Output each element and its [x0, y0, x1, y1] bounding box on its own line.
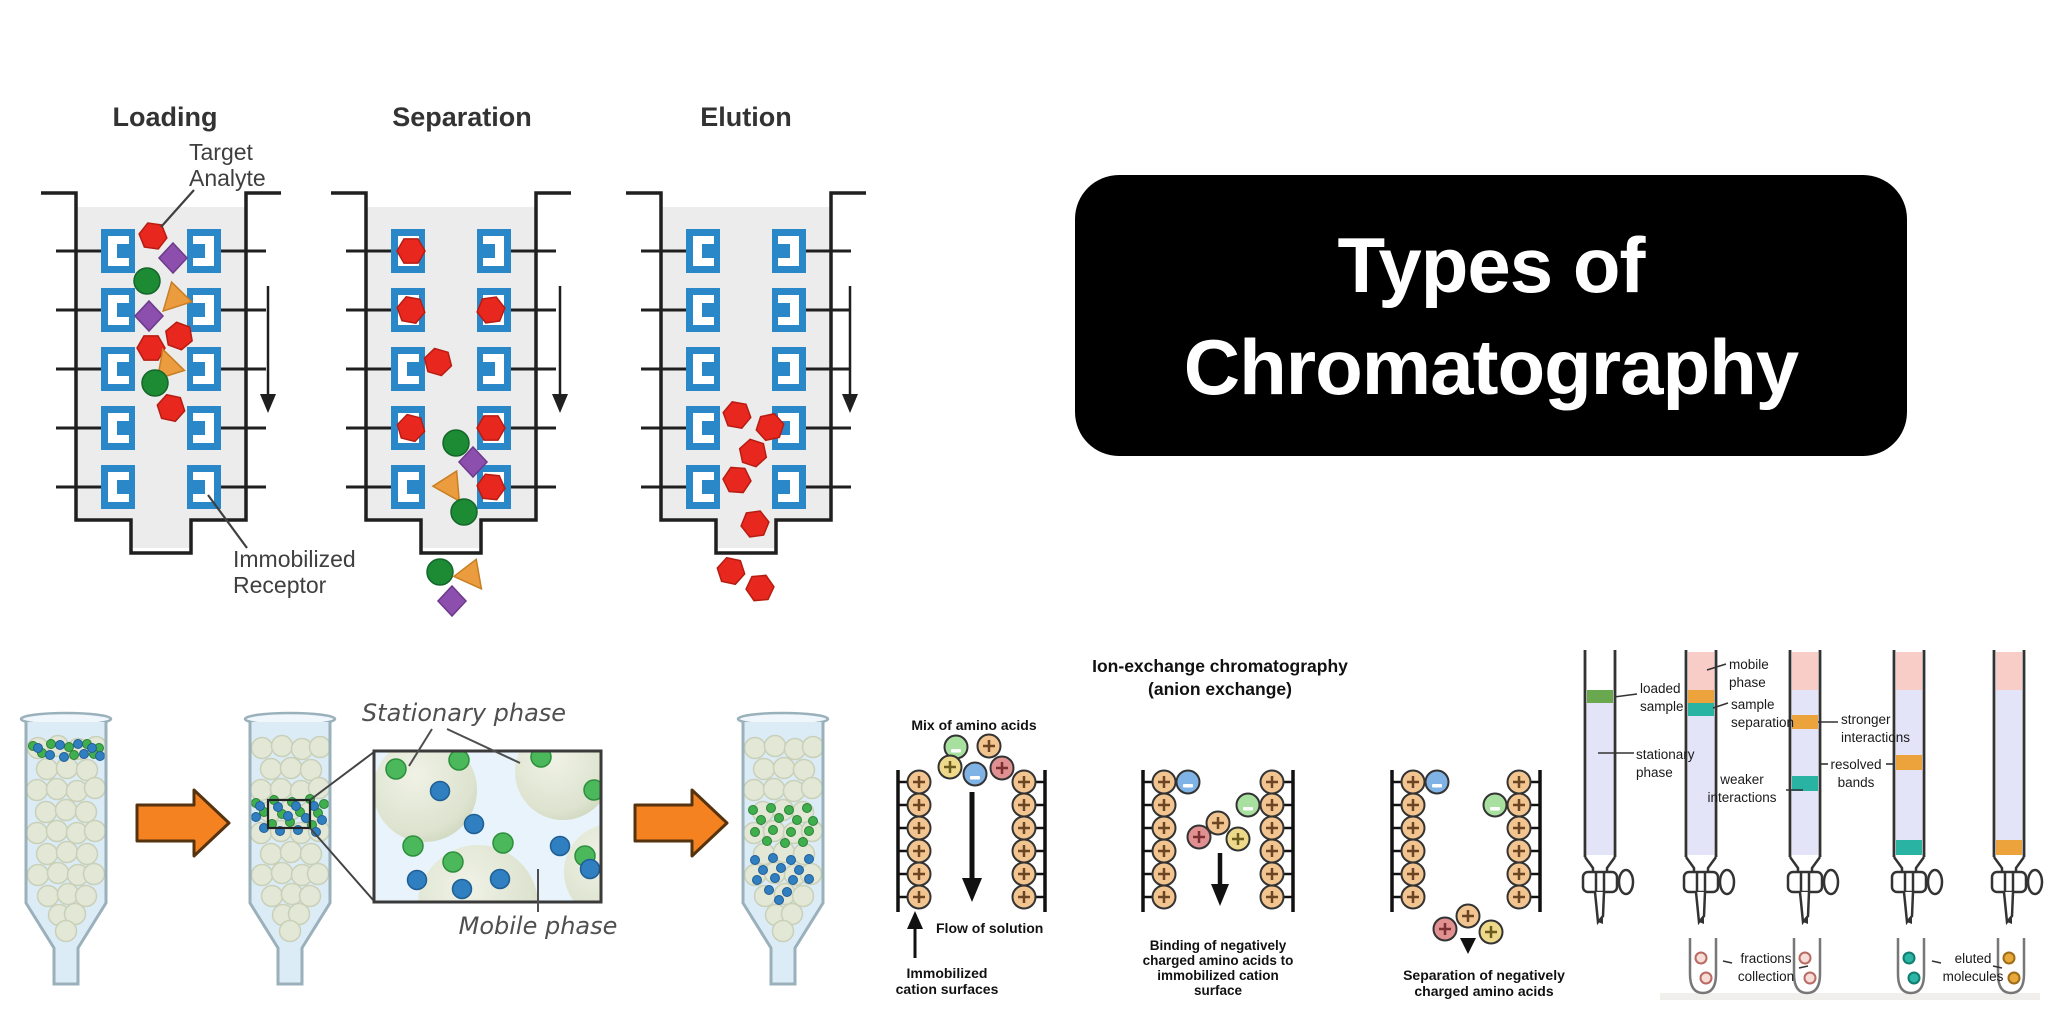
stationary-phase-label: Stationary phase: [361, 699, 567, 727]
stopcock: [1581, 855, 1635, 926]
phase-pointer-lines: [408, 728, 539, 912]
weaker-interactions-label: weaker interactions: [1707, 772, 1777, 805]
label-pointer-ticks: [1598, 663, 2003, 969]
sec-column-1: [19, 711, 113, 986]
column-chromatography-diagram: [1581, 650, 2044, 1000]
loading-flow-arrow-icon: [260, 286, 276, 413]
stopcock: [1890, 855, 1944, 926]
elution-flow-arrow-icon: [842, 286, 858, 413]
stopcock: [1682, 855, 1736, 926]
title-card: Types of Chromatography: [1075, 175, 1907, 456]
elution-arrowhead-icon: [1460, 938, 1476, 954]
ion-panel-separation: [1390, 769, 1542, 954]
resolved-bands-label: resolved bands: [1830, 757, 1882, 790]
solution-flow-arrow-icon: [962, 792, 982, 902]
ion-panel-loading: [896, 733, 1047, 958]
column-fills: [1587, 652, 2022, 855]
flow-of-solution-label: Flow of solution: [936, 920, 1044, 936]
step-arrow-icon: [633, 788, 729, 858]
inset-zoom-box: [372, 728, 603, 912]
affinity-loading-column: [41, 191, 281, 555]
zoom-source-box: [266, 798, 312, 830]
annotation-pointer-lines: [160, 189, 248, 549]
size-exclusion-diagram: [19, 711, 830, 986]
sec-column-3: [736, 711, 830, 986]
cc-mobile-phase-label: mobile phase: [1729, 657, 1769, 690]
ion-exchange-subtitle: (anion exchange): [1148, 679, 1292, 699]
eluted-molecules-label: eluted molecules: [1942, 951, 2004, 984]
amino-acid-mix: [937, 733, 1015, 787]
title-line-1: Types of: [1337, 220, 1646, 309]
elution-stage-label: Elution: [700, 102, 792, 132]
separation-flow-arrow-icon: [552, 286, 568, 413]
solution-flow-arrow-icon: [1211, 853, 1229, 906]
ion-exchange-diagram: [896, 733, 1542, 958]
binding-label: Binding of negatively charged amino acid…: [1142, 938, 1294, 999]
flow-label-arrow-icon: [907, 911, 923, 958]
affinity-elution-column: [626, 191, 866, 603]
ion-panel-binding: [1141, 769, 1295, 912]
collection-tubes: [1688, 936, 2026, 995]
stopcock: [1990, 855, 2044, 926]
separation-amino-acids-label: Separation of negatively charged amino a…: [1403, 967, 1565, 999]
cc-stationary-phase-label: stationary phase: [1636, 747, 1695, 780]
separation-stage-label: Separation: [392, 102, 532, 132]
step-arrow-icon: [135, 788, 231, 858]
mobile-phase-label: Mobile phase: [458, 912, 618, 940]
immobilized-cation-surfaces-label: Immobilized cation surfaces: [895, 965, 999, 997]
sec-column-2: [243, 711, 375, 986]
stopcock: [1786, 855, 1840, 926]
affinity-separation-column: [331, 191, 571, 617]
sample-separation-label: sample separation: [1731, 697, 1795, 730]
loading-stage-label: Loading: [112, 102, 218, 132]
loaded-sample-label: loaded sample: [1640, 681, 1684, 714]
affinity-diagram: [41, 189, 866, 617]
title-line-2: Chromatography: [1183, 322, 1799, 411]
ion-exchange-title: Ion-exchange chromatography: [1092, 656, 1348, 676]
target-analyte-label: Target Analyte: [189, 139, 266, 191]
immobilized-receptor-label: Immobilized Receptor: [233, 546, 356, 598]
amino-acid-mix-label: Mix of amino acids: [911, 717, 1037, 733]
stronger-interactions-label: stronger interactions: [1841, 712, 1911, 745]
fractions-collection-label: fractions collection: [1737, 951, 1795, 984]
